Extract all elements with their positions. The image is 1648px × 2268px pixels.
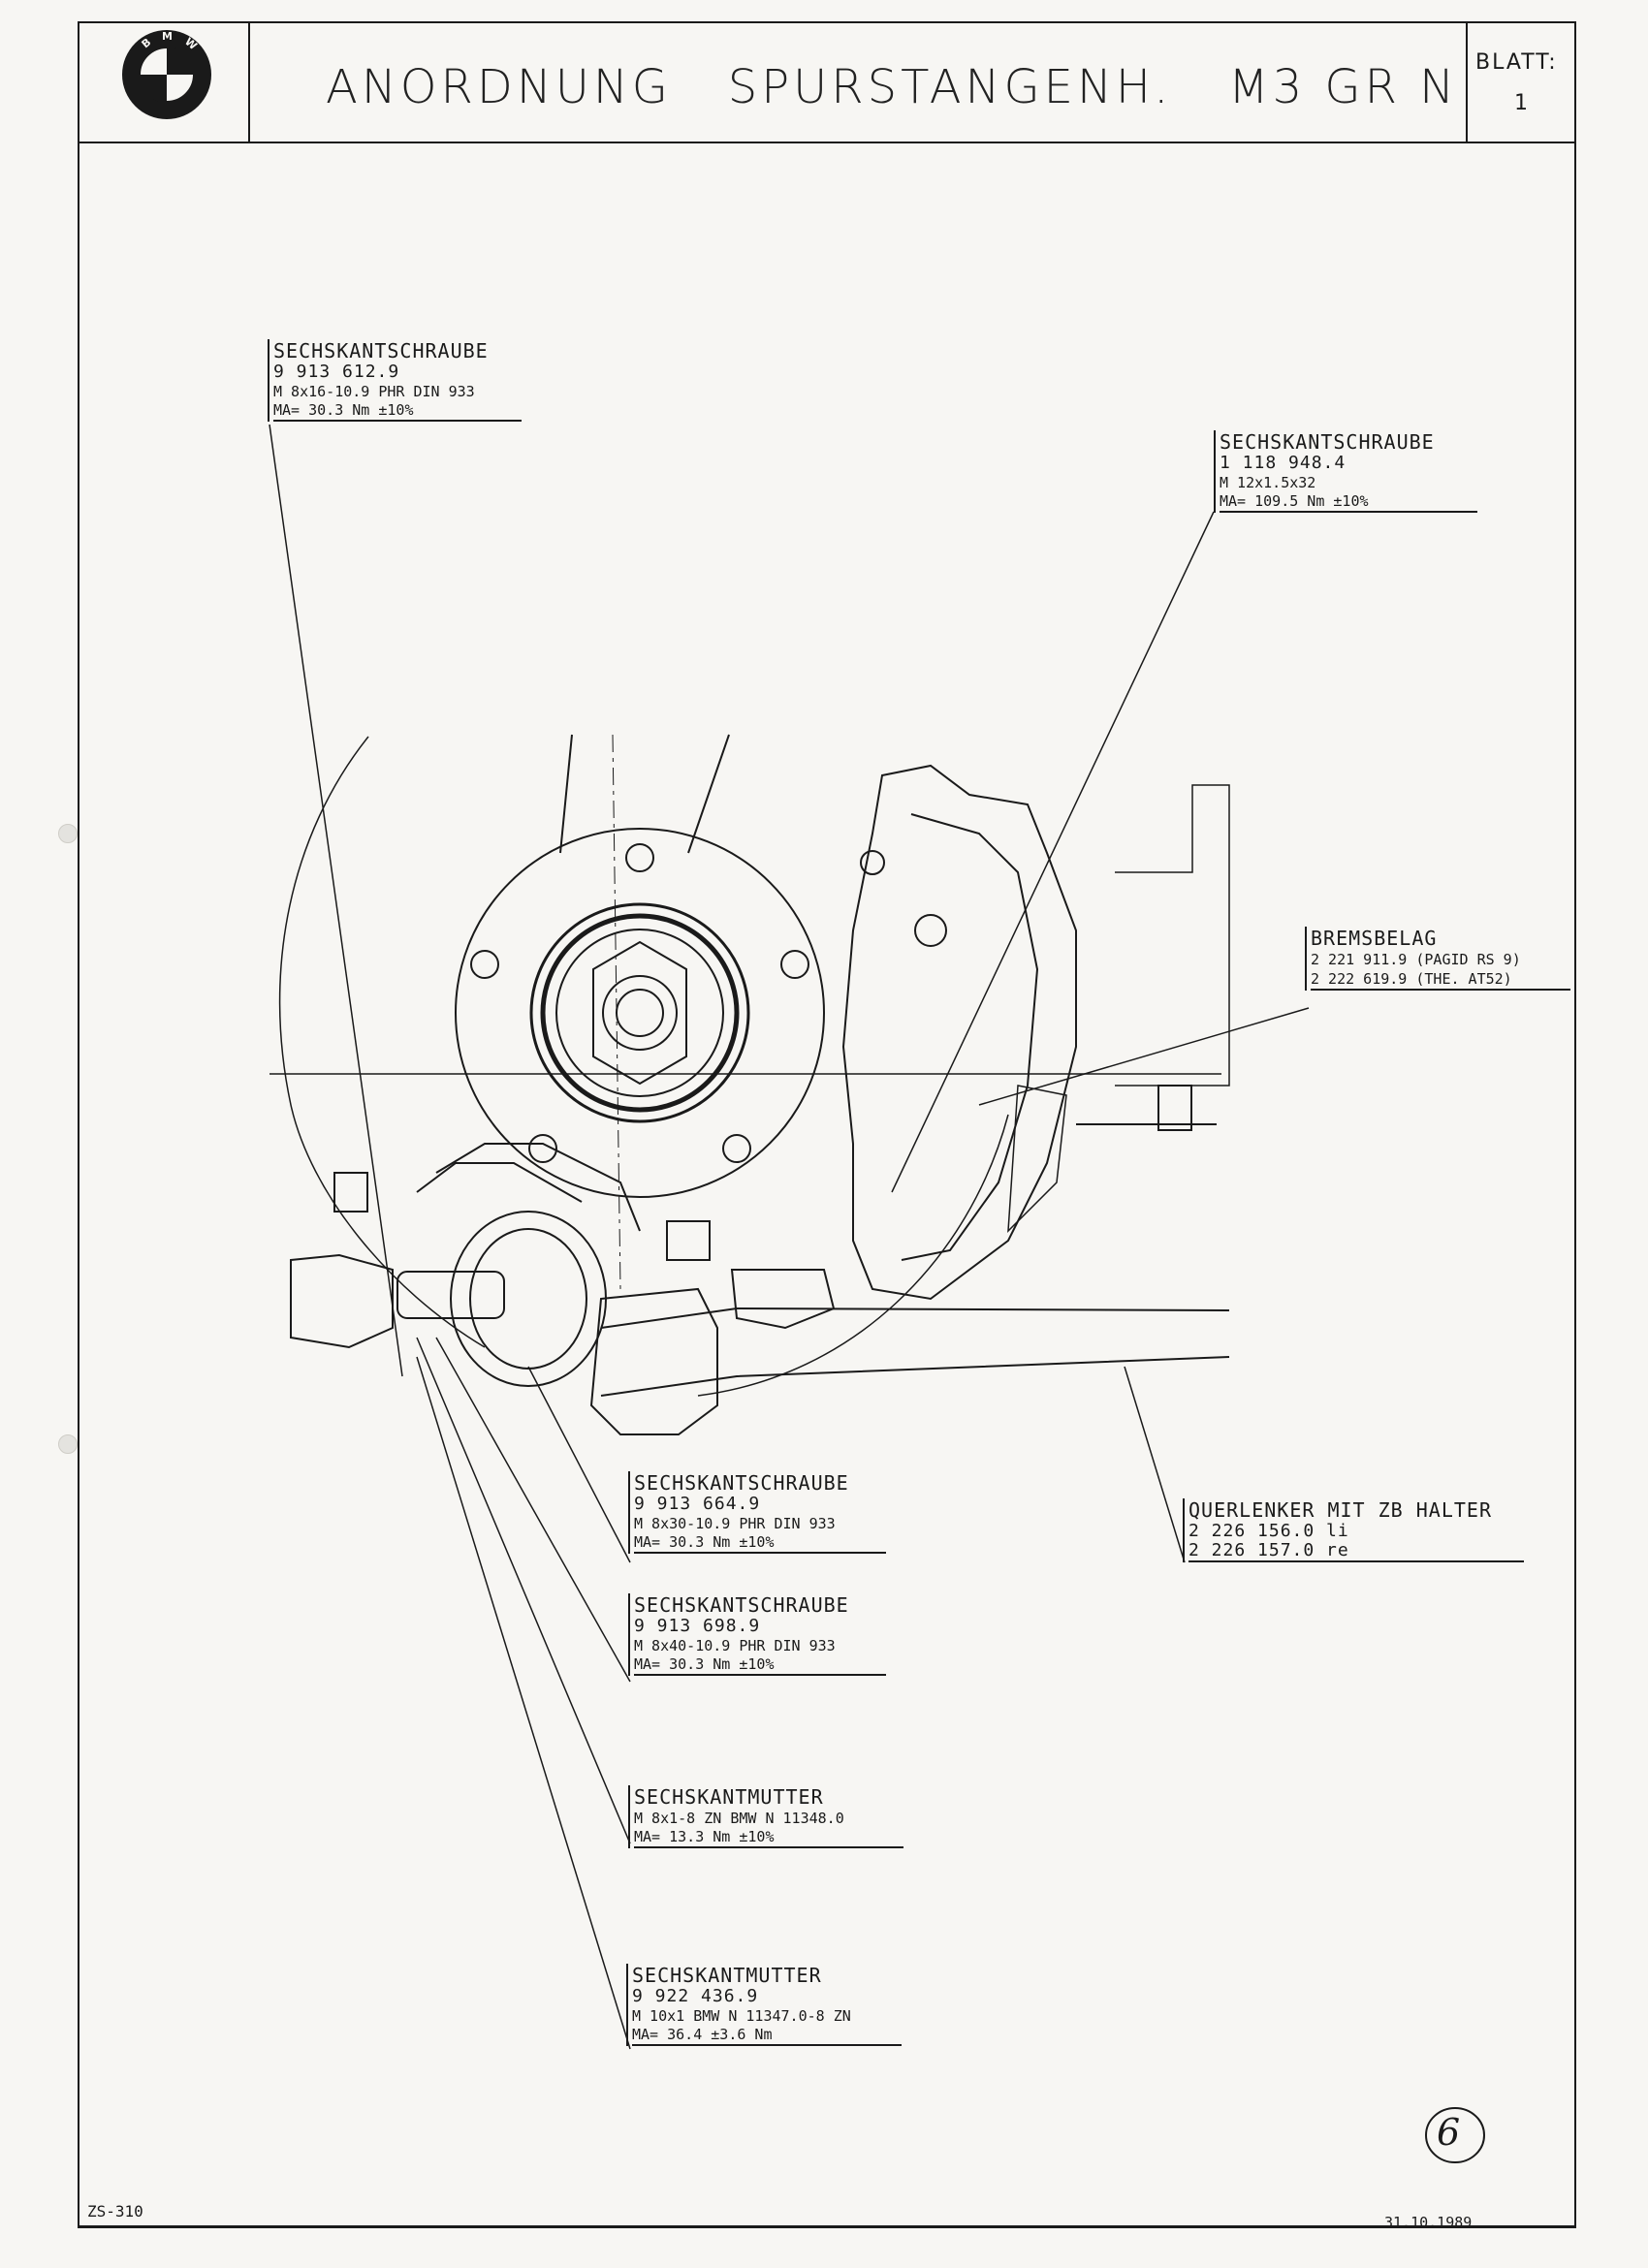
sheet-label: BLATT:: [1475, 50, 1558, 75]
callout-torque: MA= 13.3 Nm ±10%: [634, 1828, 903, 1848]
callout-bolt-middle-2: SECHSKANTSCHRAUBE 9 913 698.9 M 8x40-10.…: [628, 1593, 886, 1676]
callout-spec: M 8x1-8 ZN BMW N 11348.0: [634, 1810, 844, 1827]
callout-part-number: 9 922 436.9: [632, 1986, 759, 2006]
callout-part-number: 9 913 612.9: [273, 362, 400, 382]
callout-line-2: 2 222 619.9 (THE. AT52): [1311, 969, 1570, 991]
callout-nut-1: SECHSKANTMUTTER M 8x1-8 ZN BMW N 11348.0…: [628, 1785, 903, 1848]
sheet-mark-circle-icon: [1425, 2107, 1485, 2163]
callout-torque: MA= 36.4 ±3.6 Nm: [632, 2026, 902, 2046]
callout-torque: MA= 109.5 Nm ±10%: [1220, 492, 1477, 513]
callout-title: SECHSKANTSCHRAUBE: [1220, 430, 1435, 454]
callout-spec: M 8x30-10.9 PHR DIN 933: [634, 1515, 836, 1532]
callout-spec: M 8x16-10.9 PHR DIN 933: [273, 383, 475, 400]
callout-title: SECHSKANTMUTTER: [634, 1785, 824, 1809]
drawing-number: ZS-310: [87, 2202, 143, 2221]
callout-part-number: 9 913 698.9: [634, 1616, 761, 1636]
svg-text:M: M: [162, 30, 173, 43]
drawing-title: ANORDNUNG SPURSTANGENH. M3 GR N: [326, 60, 1459, 114]
callout-part-number: 1 118 948.4: [1220, 453, 1347, 473]
callout-line-1: 2 226 156.0 li: [1188, 1521, 1349, 1541]
callout-part-number: 9 913 664.9: [634, 1494, 761, 1514]
sheet-number-cell: BLATT: 1: [1466, 21, 1578, 142]
callout-torque: MA= 30.3 Nm ±10%: [634, 1655, 886, 1676]
callout-title: SECHSKANTSCHRAUBE: [634, 1593, 849, 1617]
callout-title: BREMSBELAG: [1311, 927, 1438, 950]
punch-hole-lower: [58, 1434, 78, 1454]
callout-nut-2: SECHSKANTMUTTER 9 922 436.9 M 10x1 BMW N…: [626, 1964, 902, 2046]
sheet-number: 1: [1514, 91, 1528, 115]
title-block: B M W ANORDNUNG SPURSTANGENH. M3 GR N BL…: [78, 21, 1576, 143]
callout-brake-pad: BREMSBELAG 2 221 911.9 (PAGID RS 9) 2 22…: [1305, 927, 1570, 991]
callout-spec: M 12x1.5x32: [1220, 474, 1316, 491]
callout-line-2: 2 226 157.0 re: [1188, 1541, 1524, 1562]
callout-line-1: 2 221 911.9 (PAGID RS 9): [1311, 951, 1521, 968]
callout-control-arm: QUERLENKER MIT ZB HALTER 2 226 156.0 li …: [1183, 1498, 1524, 1562]
callout-title: SECHSKANTSCHRAUBE: [273, 339, 489, 362]
callout-title: QUERLENKER MIT ZB HALTER: [1188, 1498, 1492, 1522]
callout-torque: MA= 30.3 Nm ±10%: [634, 1533, 886, 1554]
logo-cell: B M W: [78, 21, 250, 142]
callout-bolt-upper-left: SECHSKANTSCHRAUBE 9 913 612.9 M 8x16-10.…: [268, 339, 522, 422]
callout-title: SECHSKANTMUTTER: [632, 1964, 822, 1987]
callout-spec: M 8x40-10.9 PHR DIN 933: [634, 1637, 836, 1654]
callout-bolt-middle-1: SECHSKANTSCHRAUBE 9 913 664.9 M 8x30-10.…: [628, 1471, 886, 1554]
bmw-logo-icon: B M W: [122, 30, 211, 119]
punch-hole-upper: [58, 824, 78, 843]
callout-title: SECHSKANTSCHRAUBE: [634, 1471, 849, 1495]
callout-spec: M 10x1 BMW N 11347.0-8 ZN: [632, 2007, 851, 2025]
callout-bolt-upper-right: SECHSKANTSCHRAUBE 1 118 948.4 M 12x1.5x3…: [1214, 430, 1477, 513]
footer-rule: [78, 2226, 1576, 2228]
callout-torque: MA= 30.3 Nm ±10%: [273, 401, 522, 422]
handwritten-sheet-mark: 6: [1437, 2111, 1461, 2154]
title-cell: ANORDNUNG SPURSTANGENH. M3 GR N: [248, 21, 1539, 142]
